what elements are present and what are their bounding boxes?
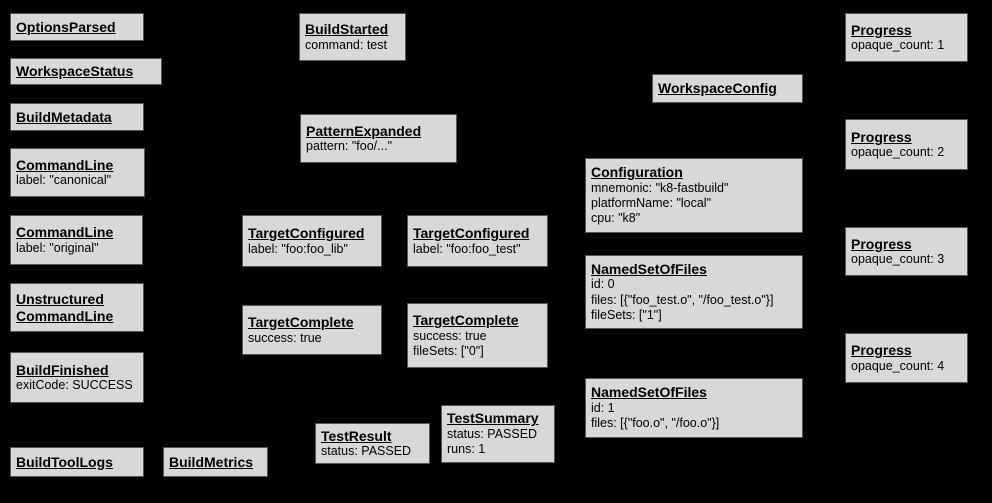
node-title: Progress [851,342,912,359]
node-field: label: "original" [16,240,99,255]
node-field: pattern: "foo/..." [306,139,393,154]
node-build-started: BuildStarted command: test [299,13,406,61]
node-title: Unstructured CommandLine [16,290,114,324]
node-command-line-original: CommandLine label: "original" [10,215,143,265]
node-field: id: 1 [591,401,615,415]
node-title: Progress [851,21,912,38]
node-workspace-config: WorkspaceConfig [652,74,803,103]
node-title: NamedSetOfFiles [591,260,707,277]
node-configuration: Configuration mnemonic: "k8-fastbuild" p… [585,158,803,233]
node-title: OptionsParsed [16,18,116,35]
node-field: fileSets: ["0"] [413,343,484,358]
node-field: opaque_count: 3 [851,252,945,267]
node-field: opaque_count: 4 [851,358,945,373]
node-target-configured-foo-lib: TargetConfigured label: "foo:foo_lib" [242,215,382,267]
node-title: TargetConfigured [413,225,530,242]
node-field: label: "foo:foo_test" [413,241,521,256]
node-title: Configuration [591,164,683,181]
node-title: BuildStarted [305,21,389,38]
node-progress-4: Progress opaque_count: 4 [845,333,968,383]
node-title: WorkspaceStatus [16,63,134,80]
node-build-finished: BuildFinished exitCode: SUCCESS [10,352,144,403]
node-field: cpu: "k8" [591,211,641,226]
node-named-set-of-files-0: NamedSetOfFiles id: 0 files: [{"foo_test… [585,255,803,329]
node-title: TestResult [321,427,392,444]
node-field: platformName: "local" [591,196,712,211]
node-title: CommandLine [16,156,114,173]
node-pattern-expanded: PatternExpanded pattern: "foo/..." [300,114,457,163]
node-target-configured-foo-test: TargetConfigured label: "foo:foo_test" [407,215,548,267]
node-title: Progress [851,128,912,145]
node-target-complete-foo-lib: TargetComplete success: true [242,305,382,355]
node-options-parsed: OptionsParsed [10,13,144,41]
node-field: exitCode: SUCCESS [16,378,133,393]
node-title: BuildMetrics [169,453,254,470]
node-field: command: test [305,37,387,52]
node-field: label: "foo:foo_lib" [248,241,348,256]
node-field: fileSets: ["1"] [591,307,662,322]
node-command-line-canonical: CommandLine label: "canonical" [10,148,145,197]
node-field: runs: 1 [447,442,486,457]
node-field: status: PASSED [447,427,538,441]
node-progress-2: Progress opaque_count: 2 [845,119,968,170]
node-field: status: PASSED [321,444,412,459]
node-build-metrics: BuildMetrics [163,447,268,477]
node-field: files: [{"foo_test.o", "/foo_test.o"}] [591,292,774,307]
node-field: opaque_count: 1 [851,38,945,53]
node-title: BuildToolLogs [16,453,113,470]
node-build-metadata: BuildMetadata [10,103,144,131]
node-workspace-status: WorkspaceStatus [10,58,162,85]
node-title: TargetConfigured [248,225,365,242]
node-test-result: TestResult status: PASSED [315,423,430,464]
node-title: BuildMetadata [16,108,112,125]
node-title: TestSummary [447,410,539,427]
node-build-tool-logs: BuildToolLogs [10,447,144,477]
node-title: WorkspaceConfig [658,80,777,97]
node-title: TargetComplete [248,314,354,331]
node-progress-1: Progress opaque_count: 1 [845,13,968,62]
node-named-set-of-files-1: NamedSetOfFiles id: 1 files: [{"foo.o", … [585,378,803,438]
node-title: BuildFinished [16,361,109,378]
node-field: files: [{"foo.o", "/foo.o"}] [591,416,720,431]
node-title: NamedSetOfFiles [591,384,707,401]
node-field: success: true [248,330,322,345]
node-unstructured-command-line: Unstructured CommandLine [10,283,144,332]
node-title: TargetComplete [413,311,519,328]
node-field: id: 0 [591,277,615,292]
node-target-complete-foo-test: TargetComplete success: true fileSets: [… [407,303,548,368]
node-title: PatternExpanded [306,122,422,139]
node-title: CommandLine [16,224,114,241]
node-field: mnemonic: "k8-fastbuild" [591,180,729,195]
node-field: label: "canonical" [16,173,112,188]
node-test-summary: TestSummary status: PASSED runs: 1 [441,405,555,463]
node-field: opaque_count: 2 [851,145,945,160]
node-title: Progress [851,235,912,252]
node-progress-3: Progress opaque_count: 3 [845,227,968,276]
node-field: success: true [413,328,487,343]
